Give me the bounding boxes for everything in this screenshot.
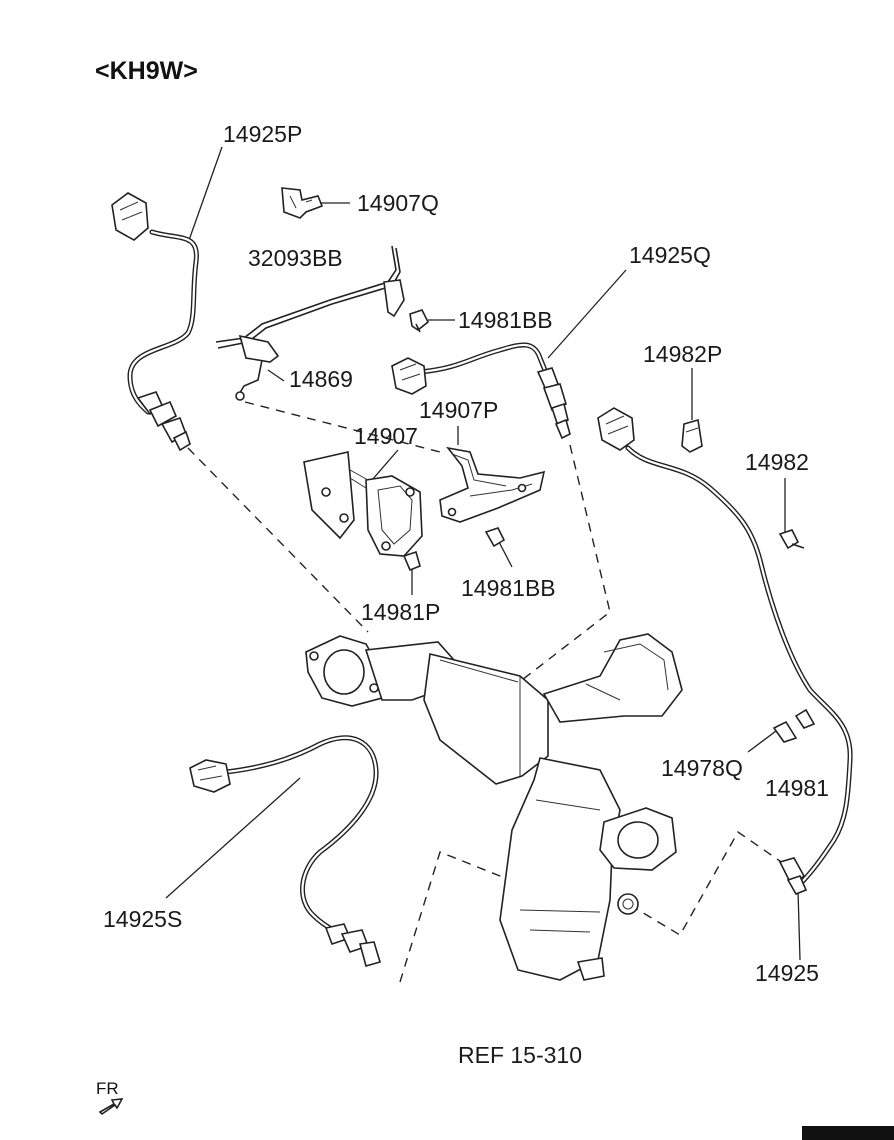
part-label-14981BB-lower[interactable]: 14981BB [461,575,556,601]
part-label-14981BB-upper[interactable]: 14981BB [458,307,553,333]
part-label-14982P[interactable]: 14982P [643,341,722,367]
harness-bracket-32093BB[interactable] [215,245,405,401]
front-direction-label: FR [96,1079,119,1098]
part-label-14978Q[interactable]: 14978Q [661,755,743,781]
clip-14981BB-upper[interactable] [409,309,430,333]
oxygen-sensor-14925P[interactable] [111,192,199,452]
sensor-connector-icon [391,357,427,395]
sensor-probe-icon [136,391,191,452]
part-label-14925Q[interactable]: 14925Q [629,242,711,268]
part-label-14907[interactable]: 14907 [354,423,418,449]
sensor-probe-icon [536,367,571,440]
corner-watermark-bar [802,1126,894,1140]
leader-lines [165,146,801,961]
heat-shield-14907P[interactable] [439,446,546,523]
clip-14978Q[interactable] [772,720,798,743]
front-arrow-icon [98,1098,124,1116]
part-label-14981P[interactable]: 14981P [361,599,440,625]
dashed-reference-lines [187,401,791,983]
oxygen-sensor-14925[interactable] [597,407,853,896]
clip-14981BB-lower[interactable] [484,527,506,548]
part-label-14925P[interactable]: 14925P [223,121,302,147]
sensor-connector-icon [111,192,149,241]
clip-14982[interactable] [778,529,805,550]
part-label-32093BB[interactable]: 32093BB [248,245,343,271]
part-label-14981[interactable]: 14981 [765,775,829,801]
part-label-14869[interactable]: 14869 [289,366,353,392]
part-label-14925S[interactable]: 14925S [103,906,182,932]
clip-14981P[interactable] [402,550,421,572]
part-label-14925[interactable]: 14925 [755,960,819,986]
heat-shield-14907[interactable] [303,451,423,557]
model-code-heading: <KH9W> [95,57,198,85]
part-label-14907Q[interactable]: 14907Q [357,190,439,216]
oxygen-sensor-14925Q[interactable] [391,342,571,440]
part-label-14982[interactable]: 14982 [745,449,809,475]
sensor-probe-icon [324,923,381,967]
oxygen-sensor-14925S[interactable] [189,735,381,967]
clip-14981[interactable] [794,708,816,729]
reference-label: REF 15-310 [458,1042,582,1068]
bracket-14907Q[interactable] [281,187,324,219]
catalytic-converter-assembly [305,633,683,981]
sensor-probe-icon [778,857,808,896]
sensor-connector-icon [597,407,635,451]
part-label-14907P[interactable]: 14907P [419,397,498,423]
sensor-connector-icon [189,759,231,793]
clip-14982P[interactable] [681,418,703,453]
front-direction-indicator: FR [96,1079,124,1116]
